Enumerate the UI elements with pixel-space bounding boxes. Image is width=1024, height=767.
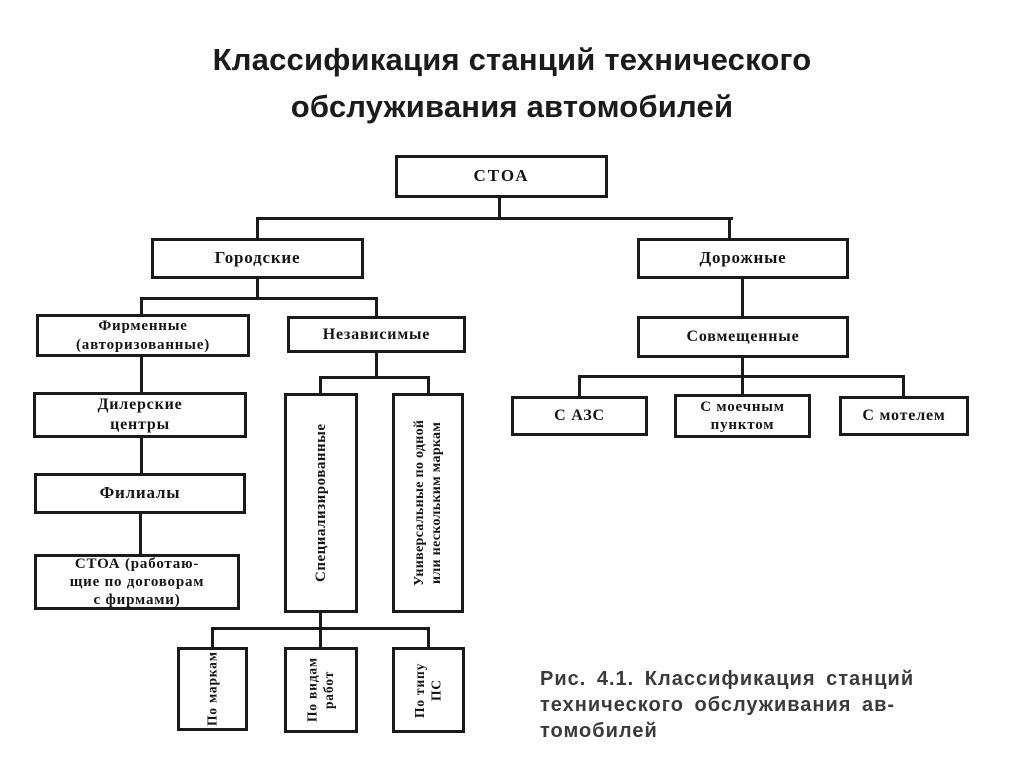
- connector: [741, 356, 744, 378]
- connector: [256, 217, 259, 240]
- connector: [728, 217, 731, 240]
- node-sovmeshchennye: Совмещенные: [637, 316, 849, 358]
- node-stoa-po-dogovoram: СТОА (работаю- щие по договорам с фирмам…: [34, 554, 240, 610]
- connector: [498, 196, 501, 220]
- figure-caption: Рис. 4.1. Классификация станций техничес…: [540, 668, 915, 742]
- node-po-markam: По маркам: [177, 647, 248, 731]
- connector: [319, 376, 322, 395]
- node-s-azs: С АЗС: [511, 396, 648, 436]
- node-nezavisimye: Независимые: [287, 316, 466, 353]
- connector: [140, 355, 143, 394]
- connector: [211, 627, 214, 649]
- connector: [741, 277, 744, 318]
- connector: [139, 512, 142, 556]
- connector: [578, 375, 581, 398]
- node-stoa: СТОА: [395, 155, 608, 198]
- node-dorozhnye: Дорожные: [637, 238, 849, 279]
- node-po-vidam-rabot: По видам работ: [284, 647, 358, 733]
- node-specializirovannye: Специализированные: [284, 393, 358, 613]
- connector: [375, 297, 378, 318]
- connector: [375, 351, 378, 379]
- connector: [319, 376, 430, 379]
- slide-title: Классификация станций технического обслу…: [212, 42, 812, 124]
- node-po-tipu-ps: По типу ПС: [392, 647, 465, 733]
- connector: [140, 297, 378, 300]
- connector: [140, 436, 143, 475]
- node-firmennye: Фирменные (авторизованные): [36, 314, 250, 357]
- connector: [427, 376, 430, 395]
- node-s-moechnym-punktom: С моечным пунктом: [674, 394, 811, 438]
- node-universalnye: Универсальные по одной или нескольким ма…: [392, 393, 464, 613]
- node-filialy: Филиалы: [34, 473, 246, 514]
- connector: [140, 297, 143, 316]
- connector: [427, 627, 430, 649]
- connector: [319, 627, 322, 649]
- connector: [256, 217, 733, 220]
- connector: [256, 277, 259, 300]
- node-gorodskie: Городские: [151, 238, 364, 279]
- node-dilerskie-centry: Дилерские центры: [33, 392, 247, 438]
- connector: [741, 375, 744, 397]
- connector: [902, 375, 905, 398]
- node-s-motelem: С мотелем: [839, 396, 969, 436]
- connector: [319, 611, 322, 630]
